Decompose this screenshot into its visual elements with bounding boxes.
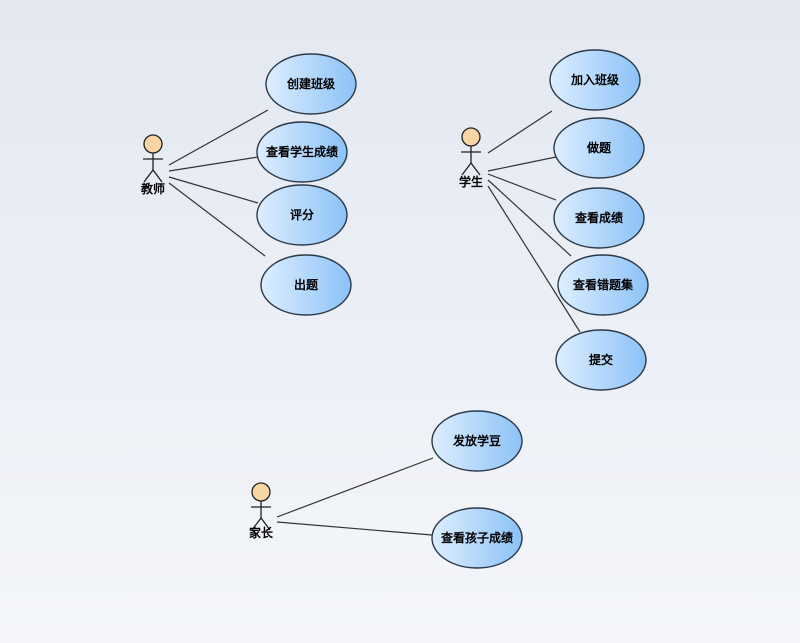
usecase-ellipse (431, 410, 523, 472)
usecase-set-questions[interactable]: 出题 (260, 254, 352, 316)
usecase-label: 做题 (586, 140, 612, 155)
usecase-ellipse (549, 49, 641, 111)
usecase-ellipse (553, 187, 645, 249)
association-student-join-class (487, 110, 553, 154)
usecase-view-student-scores[interactable]: 查看学生成绩 (256, 121, 348, 183)
usecase-ellipse (256, 184, 348, 246)
association-student-submit (487, 185, 581, 333)
actor-right-leg (470, 162, 481, 176)
actor-head-icon (143, 134, 163, 154)
actor-student[interactable]: 学生 (459, 127, 483, 189)
usecase-label: 加入班级 (570, 72, 619, 87)
usecase-ellipse (265, 53, 357, 115)
actor-right-leg (260, 517, 271, 531)
actor-left-leg (143, 169, 154, 183)
usecase-create-class[interactable]: 创建班级 (265, 53, 357, 115)
association-student-do-questions (487, 156, 557, 172)
usecase-join-class[interactable]: 加入班级 (549, 49, 641, 111)
usecase-submit[interactable]: 提交 (555, 329, 647, 391)
association-teacher-grade (168, 176, 259, 204)
usecase-label: 评分 (290, 207, 314, 222)
association-teacher-set-questions (168, 182, 266, 257)
actor-head-icon (461, 127, 481, 147)
actor-left-leg (461, 162, 472, 176)
association-student-view-wrong-set (487, 179, 572, 257)
usecase-view-scores[interactable]: 查看成绩 (553, 187, 645, 249)
usecase-label: 查看学生成绩 (265, 144, 338, 159)
association-parent-give-beans (276, 457, 434, 518)
usecase-ellipse (431, 507, 523, 569)
usecase-do-questions[interactable]: 做题 (553, 117, 645, 179)
usecase-grade[interactable]: 评分 (256, 184, 348, 246)
actor-teacher[interactable]: 教师 (140, 134, 165, 196)
usecase-view-wrong-set[interactable]: 查看错题集 (557, 254, 649, 316)
usecase-label: 创建班级 (286, 76, 335, 91)
actor-head-icon (251, 482, 271, 502)
actor-right-leg (152, 169, 163, 183)
usecase-label: 发放学豆 (452, 433, 501, 448)
association-teacher-create-class (168, 109, 269, 166)
actor-parent[interactable]: 家长 (249, 482, 274, 540)
usecase-label: 查看错题集 (572, 277, 634, 292)
usecase-view-child-scores[interactable]: 查看孩子成绩 (431, 507, 523, 569)
usecase-ellipse (256, 121, 348, 183)
association-teacher-view-student-scores (168, 156, 259, 172)
actor-label: 家长 (249, 525, 274, 540)
association-lines (168, 109, 581, 536)
usecase-ellipse (557, 254, 649, 316)
actor-label: 学生 (459, 174, 483, 189)
usecase-label: 查看孩子成绩 (440, 530, 513, 545)
usecase-ellipse (553, 117, 645, 179)
usecase-label: 查看成绩 (574, 210, 623, 225)
actor-left-leg (251, 517, 262, 531)
actor-label: 教师 (140, 181, 165, 196)
usecase-ellipse (555, 329, 647, 391)
usecase-give-beans[interactable]: 发放学豆 (431, 410, 523, 472)
usecase-label: 出题 (294, 277, 319, 292)
association-student-view-scores (487, 173, 557, 201)
usecase-label: 提交 (589, 352, 613, 367)
usecase-ellipse (260, 254, 352, 316)
association-parent-view-child-scores (276, 521, 433, 536)
